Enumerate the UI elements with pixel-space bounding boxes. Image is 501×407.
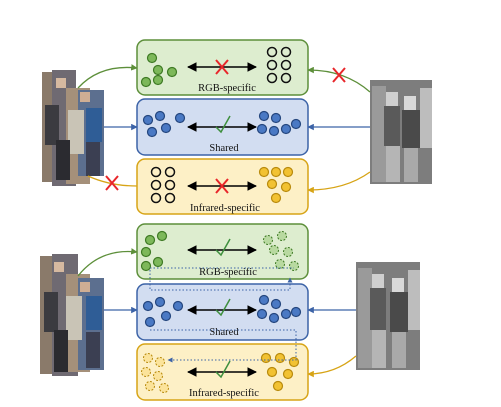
cross-mark	[215, 178, 229, 194]
check-mark	[215, 115, 231, 134]
infrared-person-images-top	[370, 80, 432, 184]
bottom-shared-module: Shared	[136, 283, 309, 341]
module-label: RGB-specific	[198, 83, 256, 94]
module-label: Shared	[209, 327, 239, 338]
rgb-person-images-bottom	[40, 254, 104, 376]
top-infrared-specific-module: Infrared-specific	[136, 158, 309, 215]
yellow-feature-circles	[260, 352, 300, 392]
bottom-connectors	[77, 248, 357, 378]
top-shared-module: Shared	[136, 98, 309, 156]
cross-mark	[215, 59, 229, 75]
top-rgb-specific-module: RGB-specific	[136, 39, 309, 96]
connector-cross-marks	[105, 67, 346, 191]
yellow-feature-circles	[258, 166, 294, 204]
blue-feature-circles-left	[142, 296, 184, 328]
yellow-dashed-feature-circles	[141, 353, 169, 393]
bottom-rgb-specific-module: RGB-specific	[136, 223, 309, 280]
module-label: Shared	[209, 143, 239, 154]
module-label: RGB-specific	[199, 267, 257, 278]
dotted-transfer-arrows	[149, 267, 297, 363]
black-feature-circles	[150, 166, 176, 204]
black-feature-circles	[266, 46, 292, 84]
module-label: Infrared-specific	[190, 203, 260, 214]
check-mark	[215, 238, 231, 257]
blue-feature-circles-left	[142, 110, 186, 138]
module-label: Infrared-specific	[189, 388, 259, 399]
check-mark	[215, 298, 231, 317]
blue-feature-circles-right	[256, 294, 302, 324]
check-mark	[215, 360, 231, 379]
rgb-person-images-top	[42, 70, 104, 186]
top-diagram: RGB-specific Shared	[42, 39, 432, 215]
green-dashed-feature-circles	[263, 231, 299, 271]
bottom-diagram: RGB-specific Shared	[40, 223, 420, 401]
green-feature-circles	[140, 52, 178, 88]
blue-feature-circles-right	[256, 110, 302, 137]
bottom-infrared-specific-module: Infrared-specific	[136, 343, 309, 401]
green-feature-circles	[140, 230, 168, 272]
infrared-person-images-bottom	[356, 262, 420, 370]
